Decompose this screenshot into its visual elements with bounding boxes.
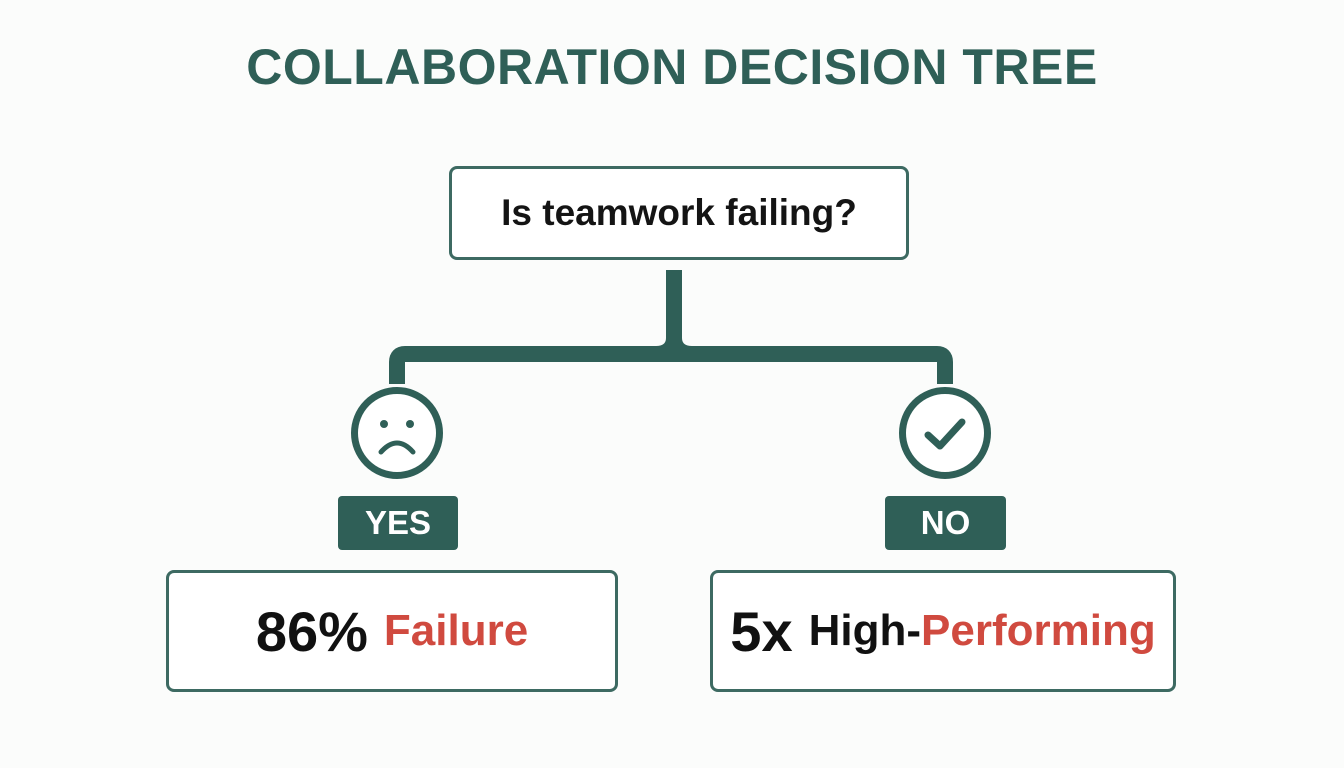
yes-result-node: 86% Failure [166,570,618,692]
question-node: Is teamwork failing? [449,166,909,260]
sad-face-icon [351,387,443,479]
no-label: NO [885,496,1006,550]
no-result-prefix: High- [808,606,921,655]
diagram-title: COLLABORATION DECISION TREE [246,39,1098,95]
yes-label-text: YES [364,504,432,541]
connector-joint [656,338,692,346]
yes-result-value: 86% [255,599,368,663]
question-text: Is teamwork failing? [501,192,857,233]
yes-result-text: Failure [383,606,529,655]
checkmark-icon [899,387,991,479]
no-result-node: 5x High-Performing [710,570,1176,692]
no-result-text: Performing [921,606,1156,655]
yes-label: YES [338,496,458,550]
no-label-text: NO [920,504,971,541]
connector-branch [389,346,953,384]
no-result-value: 5x [730,599,793,663]
